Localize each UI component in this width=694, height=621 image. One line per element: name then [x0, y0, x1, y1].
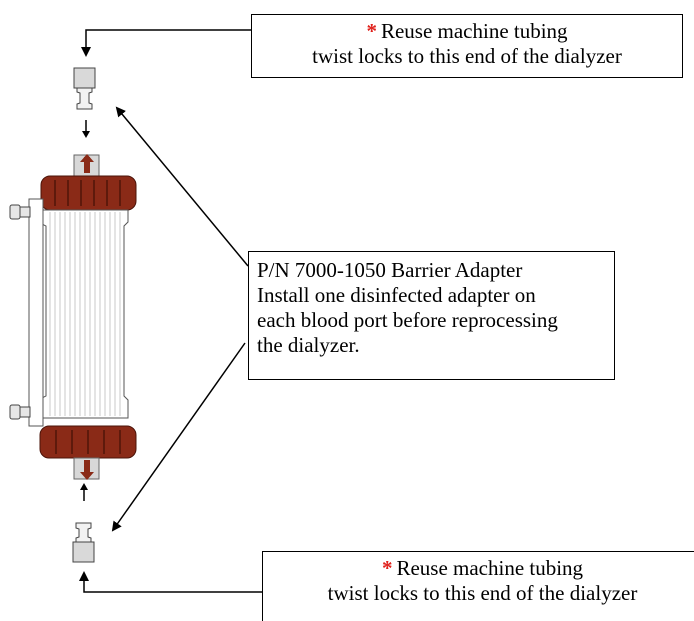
callout-mid-line1: P/N 7000-1050 Barrier Adapter: [257, 258, 523, 282]
callout-bottom-line2: twist locks to this end of the dialyzer: [327, 581, 638, 605]
asterisk-top: *: [366, 19, 377, 43]
callout-top-line1: *Reuse machine tubing: [252, 19, 682, 44]
dialyzer-illustration-icon: [9, 154, 137, 480]
callout-top-text1: Reuse machine tubing: [380, 19, 568, 43]
callout-bottom-text1: Reuse machine tubing: [396, 556, 584, 580]
asterisk-bottom: *: [381, 556, 393, 580]
barrier-adapter-bottom-icon: [72, 522, 95, 563]
callout-mid-line2: Install one disinfected adapter on: [257, 283, 536, 307]
callout-top-tubing: *Reuse machine tubing twist locks to thi…: [251, 14, 683, 78]
callout-top-line2: twist locks to this end of the dialyzer: [312, 44, 622, 68]
callout-bottom-tubing: *Reuse machine tubing twist locks to thi…: [262, 551, 694, 621]
leader-adapter-bottom: [111, 342, 246, 532]
arrow-up-icon: [80, 483, 88, 501]
barrier-adapter-top-icon: [73, 67, 96, 110]
callout-bottom-line1: *Reuse machine tubing: [263, 556, 694, 581]
leader-adapter-top: [115, 106, 249, 267]
arrow-down-icon: [82, 120, 90, 138]
callout-mid-line3: each blood port before reprocessing: [257, 308, 558, 332]
leader-bottom: [79, 571, 262, 593]
callout-mid-line4: the dialyzer.: [257, 333, 360, 357]
leader-top: [81, 29, 251, 57]
callout-barrier-adapter: P/N 7000-1050 Barrier Adapter Install on…: [248, 251, 615, 380]
